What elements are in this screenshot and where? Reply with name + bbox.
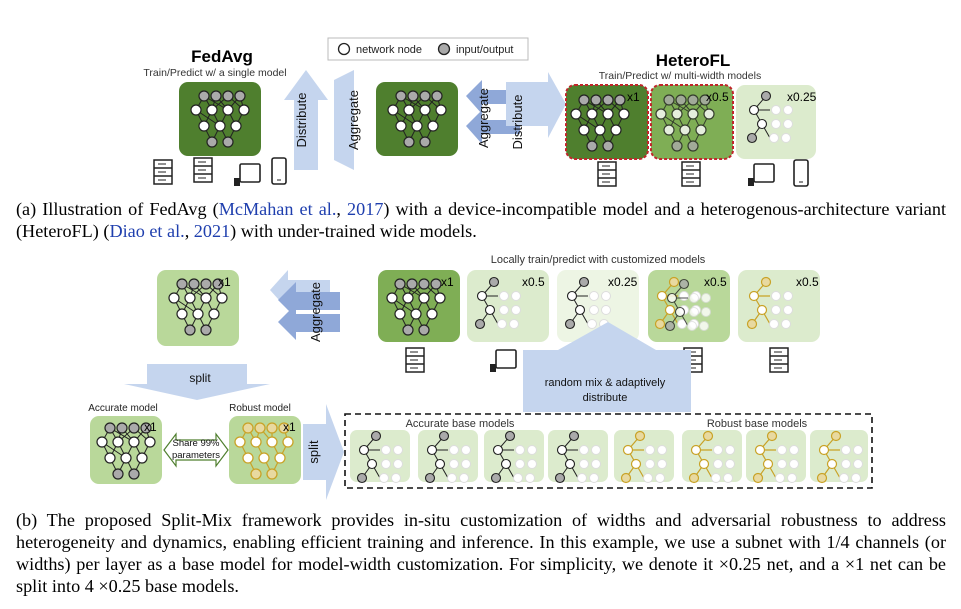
server-icon <box>597 161 617 187</box>
fedavg-subtitle: Train/Predict w/ a single model <box>143 67 286 79</box>
citation-diao-year[interactable]: 2021 <box>193 221 231 241</box>
global-model <box>157 270 239 346</box>
heterofl-width-x1: x1 <box>627 90 640 104</box>
aggregate-arrow <box>334 70 354 170</box>
phone-icon <box>793 159 809 187</box>
robust-width: x1 <box>283 420 296 434</box>
io-node-swatch <box>437 42 451 56</box>
base-models-box <box>344 413 873 489</box>
aggregate2-label: Aggregate <box>476 88 491 148</box>
split2-label: split <box>306 440 321 464</box>
server-icon <box>193 157 213 183</box>
fedavg-devices <box>153 157 287 187</box>
aggregate-arrows-b <box>270 270 340 340</box>
heterofl-title: HeteroFL <box>656 51 731 70</box>
fedavg-title: FedAvg <box>191 47 253 66</box>
caption-a-text: , <box>184 221 194 241</box>
aggregate-distribute-arrows <box>466 72 566 144</box>
client-model-2 <box>467 270 549 342</box>
server-icon <box>769 347 789 373</box>
client-width-5: x0.5 <box>796 275 819 289</box>
random-mix-line2: distribute <box>583 392 628 404</box>
global-width: x1 <box>218 275 231 289</box>
aggregated-model <box>376 82 458 156</box>
server-icon <box>405 347 425 373</box>
citation-diao[interactable]: Diao et al. <box>109 221 185 241</box>
distribute2-label: Distribute <box>510 95 525 150</box>
client-model-4 <box>648 270 730 342</box>
robust-model <box>229 416 301 484</box>
legend: network node input/output <box>327 37 529 61</box>
fedavg-model <box>179 82 261 156</box>
robust-base-models-label: Robust base models <box>707 418 808 430</box>
caption-a: (a) Illustration of FedAvg (McMahan et a… <box>16 198 946 242</box>
share-line2: parameters <box>172 450 220 461</box>
citation-mcmahan[interactable]: McMahan et al. <box>218 199 337 219</box>
split-label: split <box>189 371 211 385</box>
caption-b: (b) The proposed Split-Mix framework pro… <box>16 510 946 596</box>
client-width-2: x0.5 <box>522 275 545 289</box>
aggregate-b-label: Aggregate <box>308 282 323 342</box>
accurate-model <box>90 416 162 484</box>
heterofl-width-x05: x0.5 <box>706 90 729 104</box>
caption-a-text: ) with a device-incompatible model and a… <box>16 199 946 241</box>
client-model-3 <box>557 270 639 342</box>
legend-network-node: network node <box>356 44 422 56</box>
robust-base-models <box>614 430 868 484</box>
client-model-5 <box>738 270 820 342</box>
heterofl-model-x05 <box>650 84 734 160</box>
caption-a-text: ) with under-trained wide models. <box>230 221 477 241</box>
citation-mcmahan-year[interactable]: 2017 <box>347 199 384 219</box>
locally-train-label: Locally train/predict with customized mo… <box>491 254 706 266</box>
heterofl-model-x025 <box>736 85 816 159</box>
heterofl-width-x025: x0.25 <box>787 90 817 104</box>
robust-model-label: Robust model <box>229 403 291 414</box>
tablet-icon <box>747 163 775 187</box>
tablet-icon <box>489 349 517 373</box>
client-model-1 <box>378 270 460 342</box>
share-line1: Share 99% <box>172 438 220 449</box>
accurate-width: x1 <box>144 420 157 434</box>
aggregate-label: Aggregate <box>346 90 361 150</box>
distribute-label: Distribute <box>294 93 309 148</box>
server-icon <box>681 161 701 187</box>
share-arrow <box>163 432 229 468</box>
legend-io-node: input/output <box>456 44 514 56</box>
heterofl-model-x1 <box>565 84 649 160</box>
accurate-base-models-label: Accurate base models <box>406 418 515 430</box>
client-width-4: x0.5 <box>704 275 727 289</box>
split-arrow-down <box>124 364 270 400</box>
heterofl-devices <box>597 159 809 187</box>
distribute-arrow <box>284 70 328 170</box>
accurate-base-models <box>350 430 608 484</box>
client-width-3: x0.25 <box>608 275 638 289</box>
accurate-model-label: Accurate model <box>88 403 157 414</box>
caption-a-text: (a) Illustration of FedAvg ( <box>16 199 219 219</box>
random-mix-box <box>523 322 691 412</box>
client-width-1: x1 <box>441 275 454 289</box>
caption-a-text: , <box>336 199 348 219</box>
network-node-swatch <box>337 42 351 56</box>
split-arrow-right <box>303 404 344 500</box>
tablet-icon <box>233 163 261 187</box>
phone-icon <box>271 157 287 185</box>
server-icon <box>153 159 173 185</box>
heterofl-subtitle: Train/Predict w/ multi-width models <box>599 70 761 82</box>
random-mix-line1: random mix & adaptively <box>545 377 666 389</box>
